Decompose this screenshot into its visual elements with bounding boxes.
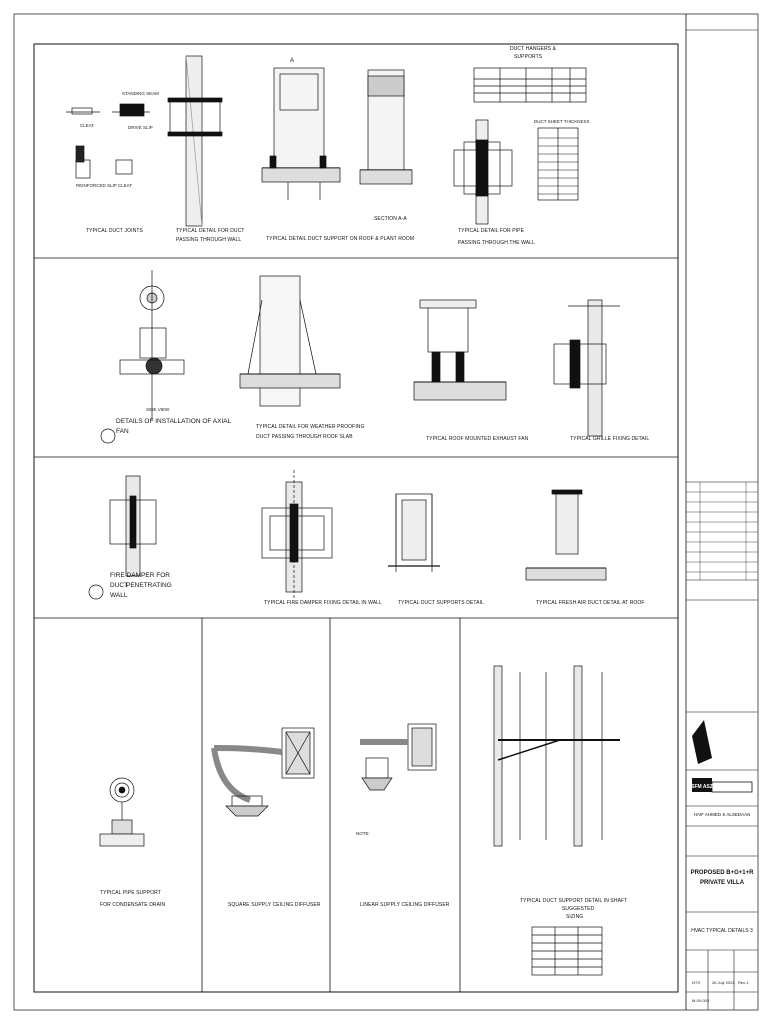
joint-label-cleat: CLEAT: [80, 123, 95, 128]
sheet-title: HVAC TYPICAL DETAILS 3: [691, 928, 753, 934]
joint-label-reinforced-slip-cleat: REINFORCED SLIP CLEAT: [76, 183, 133, 188]
caption-shaft-support: TYPICAL DUCT SUPPORT DETAIL IN SHAFT: [520, 898, 628, 904]
caption-fire-damper-1: FIRE DAMPER FOR: [110, 572, 170, 579]
project-name-1: PROPOSED B+G+1+R: [690, 870, 754, 876]
caption-fire-damper-4: WALL: [110, 592, 128, 599]
revision-value: Rev-1: [738, 980, 749, 985]
hanger-table-title-2: SUPPORTS: [514, 54, 543, 60]
caption-fire-damper-2: DUCT: [110, 582, 129, 589]
caption-fire-damper-fixing: TYPICAL FIRE DAMPER FIXING DETAIL IN WAL…: [264, 600, 382, 606]
caption-roof-exhaust-fan: TYPICAL ROOF MOUNTED EXHAUST FAN: [426, 436, 529, 442]
client-name: HAIF AHMED S ALSEDAAN: [693, 812, 751, 817]
caption-duct-supports: TYPICAL DUCT SUPPORTS DETAIL: [398, 600, 484, 606]
caption-pipe-through-wall-sub: PASSING THROUGH THE WALL: [458, 240, 535, 246]
caption-pipe-through-wall: TYPICAL DETAIL FOR PIPE: [458, 228, 525, 234]
thickness-table-title: DUCT SHEET THICKNESS: [534, 119, 590, 124]
caption-axial-fan-sub: FAN: [116, 428, 129, 435]
joint-label-drive-slip: DRIVE SLIP: [128, 125, 153, 130]
svg-text:A: A: [290, 58, 294, 64]
caption-duct-support-roof: TYPICAL DETAIL DUCT SUPPORT ON ROOF & PL…: [266, 236, 415, 242]
caption-fire-damper-3: PENETRATING: [126, 582, 172, 589]
caption-pipe-support-sub: FOR CONDENSATE DRAIN: [100, 902, 166, 908]
caption-duct-through-wall: TYPICAL DETAIL FOR DUCT: [176, 228, 245, 234]
caption-duct-through-wall-sub: PASSING THROUGH WALL: [176, 237, 242, 243]
hanger-table-title-1: DUCT HANGERS &: [510, 46, 557, 52]
caption-typical-duct-joints: TYPICAL DUCT JOINTS: [86, 228, 143, 234]
caption-suggested: SUGGESTED: [562, 906, 595, 912]
axial-fan-side-view: SIDE VIEW: [146, 407, 170, 412]
scale-value: NTS: [692, 980, 700, 985]
caption-weather-proofing: TYPICAL DETAIL FOR WEATHER PROOFING: [256, 424, 365, 430]
sheet-number: M-00-003: [692, 998, 710, 1003]
project-name-2: PRIVATE VILLA: [699, 880, 745, 886]
caption-weather-proofing-sub: DUCT PASSING THROUGH ROOF SLAB: [256, 434, 353, 440]
caption-section-aa: SECTION A-A: [374, 216, 407, 222]
company-logo: SFM ASZ: [691, 784, 713, 790]
caption-pipe-support: TYPICAL PIPE SUPPORT: [100, 890, 161, 896]
caption-fresh-air-roof: TYPICAL FRESH AIR DUCT DETAIL AT ROOF: [536, 600, 645, 606]
caption-sizing: SIZING: [566, 914, 584, 920]
date-value: 26 July 2022: [712, 980, 735, 985]
caption-square-diffuser: SQUARE SUPPLY CEILING DIFFUSER: [228, 902, 321, 908]
caption-axial-fan: DETAILS OF INSTALLATION OF AXIAL: [116, 418, 232, 425]
linear-diffuser-note: NOTE:: [356, 831, 370, 836]
caption-grille-fixing: TYPICAL GRILLE FIXING DETAIL: [570, 436, 650, 442]
joint-label-standing-seam: STANDING SEAM: [122, 91, 159, 96]
caption-linear-diffuser: LINEAR SUPPLY CEILING DIFFUSER: [360, 902, 450, 908]
